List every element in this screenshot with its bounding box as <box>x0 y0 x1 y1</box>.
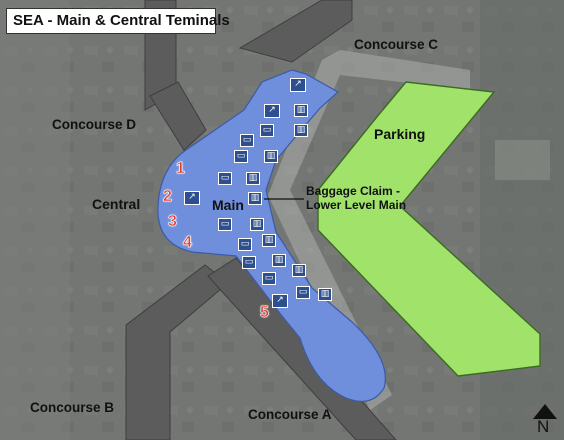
label-baggage-claim-line2: Lower Level Main <box>306 198 407 212</box>
gate-marker-2: 2 <box>163 188 172 206</box>
check-in-counter-icon: ▭ <box>218 172 232 185</box>
check-in-counter-icon: ▭ <box>240 134 254 147</box>
escalator-icon: ↗ <box>184 191 200 205</box>
gate-marker-4: 4 <box>183 234 192 252</box>
label-main: Main <box>212 197 244 213</box>
baggage-icon: ▥ <box>294 104 308 117</box>
concourse-d-link <box>149 81 207 151</box>
roadway <box>268 50 470 410</box>
label-concourse-d: Concourse D <box>52 117 137 132</box>
north-arrow: N <box>530 403 560 439</box>
label-concourse-a: Concourse A <box>248 407 332 422</box>
check-in-counter-icon: ▭ <box>242 256 256 269</box>
baggage-icon: ▥ <box>294 124 308 137</box>
aerial-runway-area <box>0 0 70 440</box>
escalator-icon: ↗ <box>264 104 280 118</box>
check-in-counter-icon: ▭ <box>260 124 274 137</box>
label-concourse-b: Concourse B <box>30 400 115 415</box>
baggage-icon: ▥ <box>272 254 286 267</box>
gate-marker-1: 1 <box>176 160 185 178</box>
label-baggage-claim: Baggage Claim - Lower Level Main <box>306 184 406 212</box>
label-concourse-c: Concourse C <box>354 37 439 52</box>
baggage-icon: ▥ <box>250 218 264 231</box>
baggage-icon: ▥ <box>264 150 278 163</box>
baggage-icon: ▥ <box>292 264 306 277</box>
label-parking: Parking <box>374 126 426 142</box>
gate-marker-5: 5 <box>260 304 269 322</box>
escalator-icon: ↗ <box>290 78 306 92</box>
label-baggage-claim-line1: Baggage Claim - <box>306 184 401 198</box>
aerial-building <box>495 140 550 180</box>
concourse-b-pier <box>125 264 229 440</box>
baggage-icon: ▥ <box>262 234 276 247</box>
baggage-icon: ▥ <box>246 172 260 185</box>
north-label: N <box>537 417 550 436</box>
check-in-counter-icon: ▭ <box>262 272 276 285</box>
north-arrow-icon <box>533 404 557 419</box>
map-title: SEA - Main & Central Teminals <box>6 8 230 34</box>
check-in-counter-icon: ▭ <box>238 238 252 251</box>
baggage-icon: ▥ <box>248 192 262 205</box>
baggage-icon: ▥ <box>318 288 332 301</box>
escalator-icon: ↗ <box>272 294 288 308</box>
label-central: Central <box>92 196 141 212</box>
aerial-lot-right <box>480 0 564 440</box>
gate-marker-3: 3 <box>168 213 177 231</box>
check-in-counter-icon: ▭ <box>296 286 310 299</box>
check-in-counter-icon: ▭ <box>218 218 232 231</box>
check-in-counter-icon: ▭ <box>234 150 248 163</box>
parking-area <box>317 81 541 377</box>
concourse-c-pier <box>238 0 353 63</box>
